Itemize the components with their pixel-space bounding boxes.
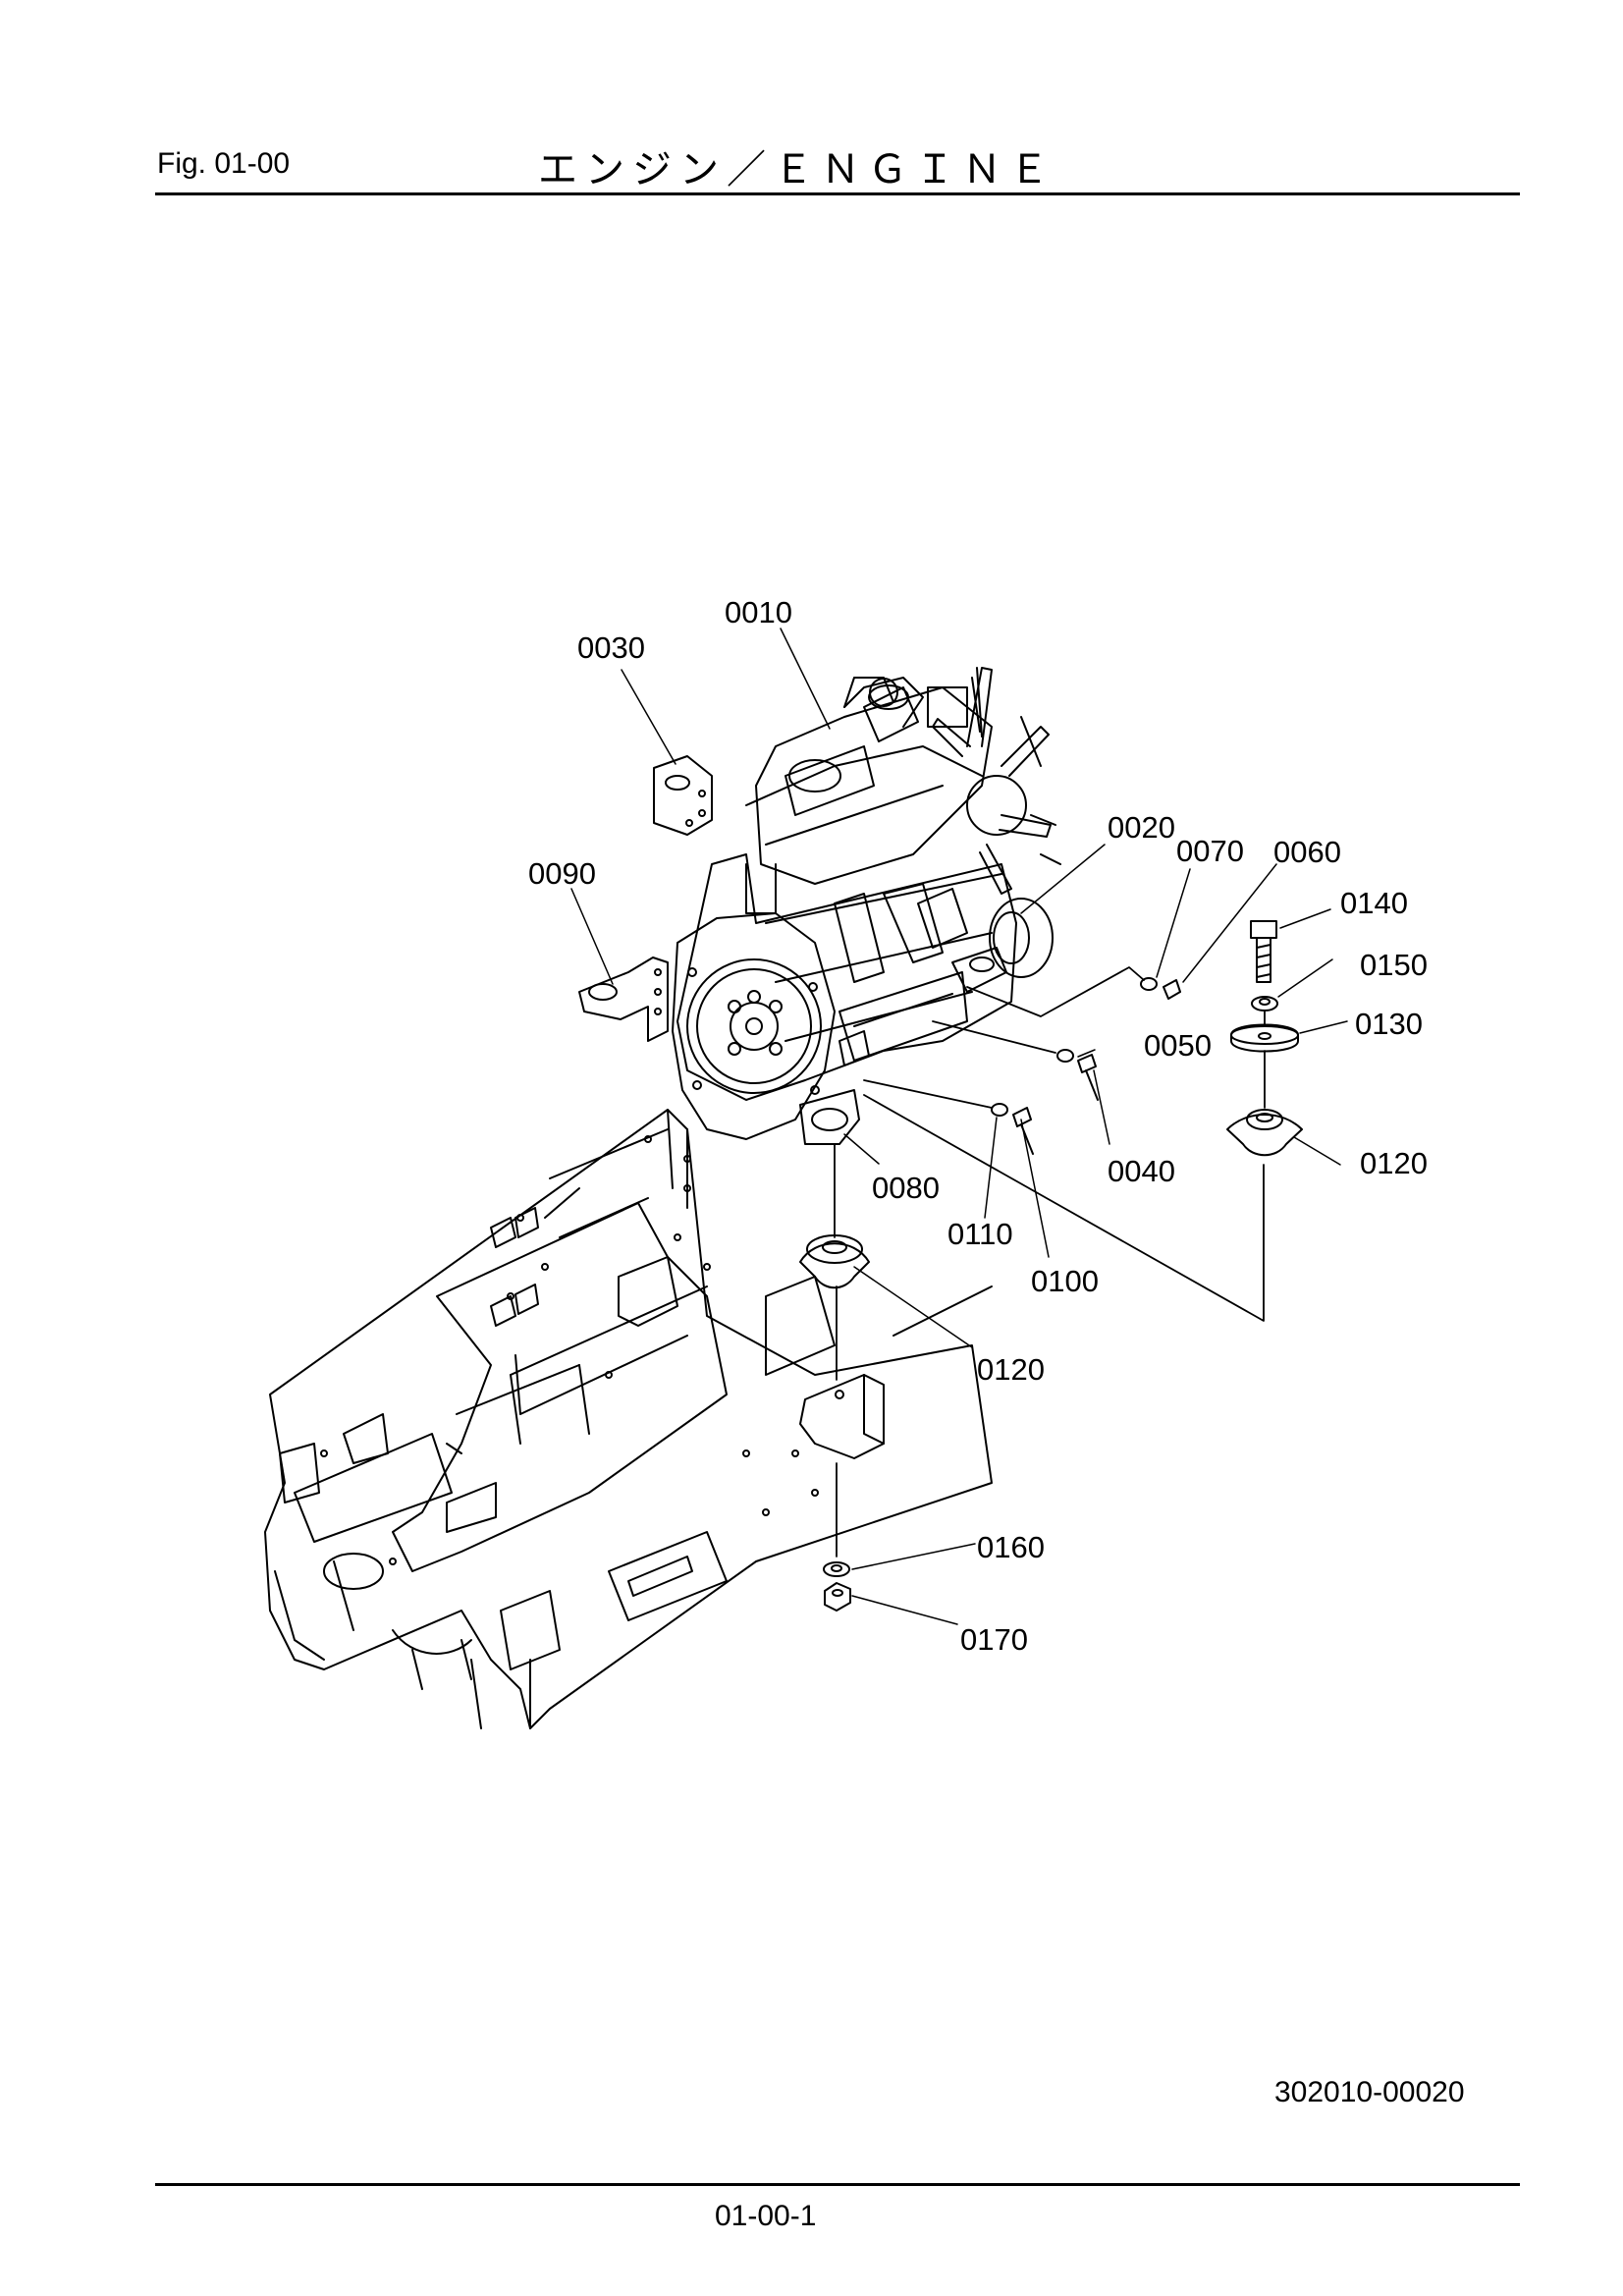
label-0100: 0100: [1031, 1264, 1099, 1298]
machine-frame: [264, 1109, 993, 1729]
label-0120-right: 0120: [1360, 1146, 1428, 1180]
label-0110: 0110: [947, 1217, 1013, 1251]
label-0060: 0060: [1273, 835, 1341, 869]
label-0140: 0140: [1340, 886, 1408, 920]
drawing-number: 302010-00020: [1274, 2076, 1465, 2108]
assembly-lines: [834, 966, 1266, 1558]
leader-lines: [570, 628, 1348, 1625]
footer-rule: [155, 2183, 1520, 2186]
label-0130: 0130: [1355, 1007, 1423, 1041]
label-0120-left: 0120: [977, 1352, 1045, 1387]
figure-number: Fig. 01-00: [157, 147, 291, 180]
header-rule: [155, 192, 1520, 195]
page-number: 01-00-1: [715, 2200, 817, 2232]
engine-assembly: [672, 667, 1061, 1145]
label-0160: 0160: [977, 1530, 1045, 1564]
label-0150: 0150: [1360, 948, 1428, 982]
label-0070: 0070: [1176, 834, 1244, 868]
page-title: エンジン／ＥＮＧＩＮＥ: [538, 148, 1056, 191]
label-0080: 0080: [872, 1171, 940, 1205]
label-0090: 0090: [528, 856, 596, 891]
label-0050: 0050: [1144, 1028, 1212, 1063]
label-0040: 0040: [1108, 1154, 1175, 1188]
label-0030: 0030: [577, 630, 645, 665]
label-0020: 0020: [1108, 810, 1175, 845]
label-0010: 0010: [725, 595, 792, 629]
bracket-0030: [653, 755, 713, 836]
bracket-0090: [578, 957, 669, 1042]
part-labels: 0010 0020 0030 0040 0050 0060 0070 0080 …: [528, 595, 1428, 1657]
label-0170: 0170: [960, 1622, 1028, 1657]
